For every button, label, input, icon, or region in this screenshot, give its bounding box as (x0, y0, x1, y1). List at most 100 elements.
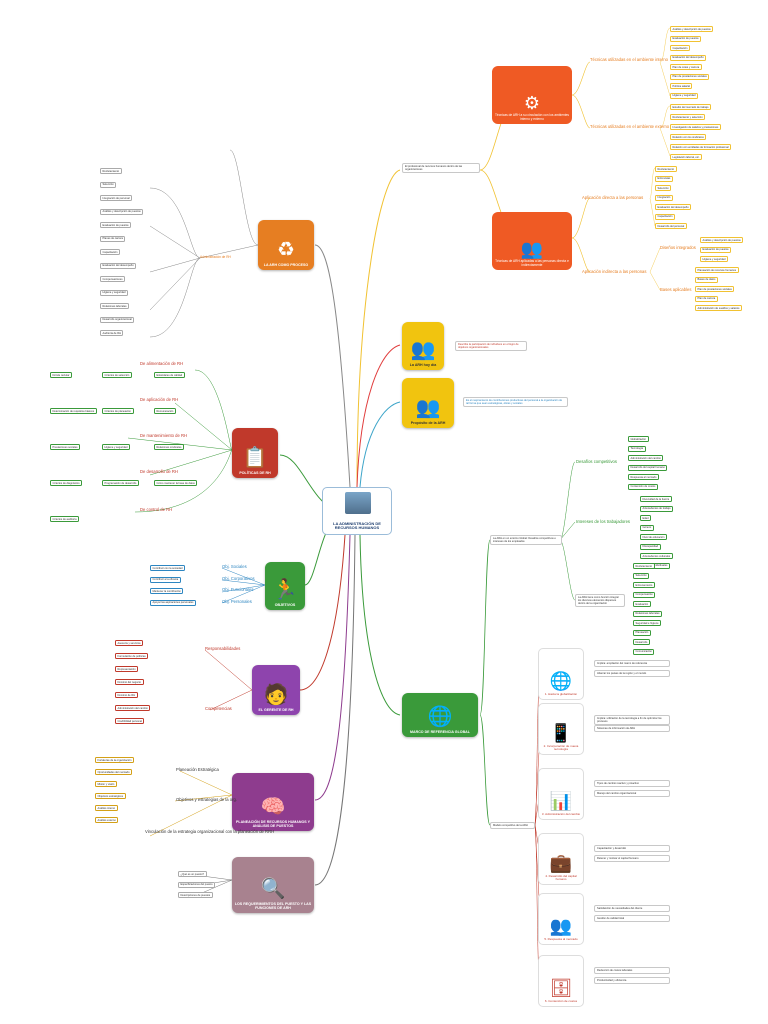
leaf-arh-proceso[interactable]: Reclutamiento (100, 168, 122, 175)
leaf-ambiente-interno[interactable]: Plan de prestaciones sociales (670, 73, 710, 80)
leaf-desafio[interactable]: Administración del cambio (628, 455, 664, 462)
leaf-politicas[interactable]: Criterios de auditoría (50, 516, 80, 523)
leaf-funcion-arh[interactable]: Compensación (633, 591, 656, 598)
marco-modelo-note[interactable]: Modelo competitivo de la ARH (490, 822, 535, 830)
subtopic-objetivos[interactable]: Obj. Sociales (222, 564, 247, 569)
leaf-disenos-integrados[interactable]: Análisis y descripción de puestos (700, 237, 744, 244)
subtopic-politicas[interactable]: De aplicación de RH (140, 397, 179, 402)
leaf-politicas[interactable]: Cómo mantener la base de datos (154, 480, 198, 487)
leaf-politicas[interactable]: Prestaciones sociales (50, 444, 81, 451)
leaf-arh-proceso[interactable]: Auditoría de RH (100, 330, 124, 337)
subtopic-planeacion[interactable]: Vinculación de la estrategia organizacio… (145, 829, 275, 834)
leaf-funcion-arh[interactable]: Evaluación (633, 601, 651, 608)
leaf-bases-aplicables[interactable]: Planeación de recursos humanos (695, 267, 739, 274)
marco-referencia-node[interactable]: 🌐 MARCO DE REFERENCIA GLOBAL (402, 693, 478, 737)
leaf-interes[interactable]: Diversidad de la fuerza (640, 496, 672, 503)
leaf-bases-aplicables[interactable]: Administración de sueldos y salarios (695, 305, 742, 312)
model-box[interactable]: 👥5. Respuesta al mercado (538, 893, 584, 945)
leaf-arh-proceso[interactable]: Planes de carrera (100, 235, 126, 242)
leaf-objetivos[interactable]: Contribuir a la eficacia (150, 576, 181, 583)
leaf-interes[interactable]: Nivel de educación (640, 534, 667, 541)
subtopic-planeacion[interactable]: Objetivos y estrategias de la org. (176, 797, 237, 802)
leaf-objetivos[interactable]: Contribuir con la sociedad (150, 565, 185, 572)
requerimientos-node[interactable]: 🔍 LOS REQUERIMIENTOS DEL PUESTO Y LAS FU… (232, 857, 314, 913)
subtopic-politicas[interactable]: De control de RH (140, 507, 173, 512)
leaf-ambiente-externo[interactable]: Reclutamiento y selección (670, 114, 706, 121)
objetivos-node[interactable]: 🏃 OBJETIVOS (265, 562, 305, 610)
arh-proceso-node[interactable]: ♻ LA ARH COMO PROCESO (258, 220, 314, 270)
model-box[interactable]: 🌐1. Hacia la globalización (538, 648, 584, 700)
leaf-politicas[interactable]: Dónde reclutar (50, 372, 73, 379)
leaf-arh-proceso[interactable]: Capacitación (100, 249, 120, 256)
subtopic-intereses[interactable]: Intereses de los trabajadores (576, 519, 631, 524)
subtopic-desafios[interactable]: Desafíos competitivos (576, 459, 617, 464)
subtopic-ambiente-externo[interactable]: Técnicas utilizadas en el ambiente exter… (590, 124, 670, 129)
subtopic-gerente[interactable]: Responsabilidades (205, 646, 241, 651)
model-box-note[interactable]: Productividad y eficiencia (594, 977, 670, 985)
leaf-aplicacion-directa[interactable]: Selección (655, 185, 672, 192)
leaf-funcion-arh[interactable]: Comunicación (633, 648, 655, 655)
leaf-funcion-arh[interactable]: Desarrollo (633, 639, 650, 646)
leaf-politicas[interactable]: Criterios de diagnóstico (50, 480, 83, 487)
subtopic-gestion-note[interactable]: La ARH tiene como función integrar los d… (575, 594, 625, 608)
leaf-arh-proceso[interactable]: Integración de personal (100, 195, 133, 202)
leaf-desafio[interactable]: Tecnología (628, 445, 646, 452)
politicas-node[interactable]: 📋 POLÍTICAS DE RH (232, 428, 278, 478)
leaf-arh-proceso[interactable]: Análisis y descripción de puestos (100, 208, 144, 215)
model-box-note[interactable]: Satisfacción de necesidades del cliente (594, 905, 670, 913)
model-box-note[interactable]: Capacitación y desarrollo (594, 845, 670, 853)
leaf-interes[interactable]: Discapacidad (640, 543, 661, 550)
leaf-planeacion[interactable]: Oportunidades del mercado (95, 769, 133, 776)
leaf-ambiente-interno[interactable]: Análisis y descripción de puestos (670, 26, 714, 33)
subtopic-aplicacion-indirecta[interactable]: Bases aplicables (660, 287, 692, 292)
marco-global-note[interactable]: La ARH en un entorno Global: Desafíos co… (490, 535, 562, 546)
leaf-funcion-arh[interactable]: Entrenamiento (633, 582, 655, 589)
leaf-desafio[interactable]: Respuesta al mercado (628, 474, 659, 481)
leaf-planeacion[interactable]: Análisis interno (95, 805, 118, 812)
leaf-funcion-arh[interactable]: Reclutamiento (633, 563, 655, 570)
leaf-aplicacion-directa[interactable]: Evaluación del desempeño (655, 204, 692, 211)
leaf-disenos-integrados[interactable]: Evaluación de puestos (700, 246, 732, 253)
leaf-ambiente-interno[interactable]: Higiene y seguridad (670, 92, 698, 99)
leaf-ambiente-interno[interactable]: Plan de cotes y carrera (670, 64, 702, 71)
central-topic[interactable]: LA ADMINISTRACIÓN DE RECURSOS HUMANOS (322, 487, 392, 535)
leaf-objetivos[interactable]: Apoyar las aspiraciones personales (150, 599, 196, 606)
leaf-bases-aplicables[interactable]: Plan de prestaciones sociales (695, 286, 735, 293)
leaf-funcion-arh[interactable]: Seguridad e higiene (633, 620, 662, 627)
leaf-desafio[interactable]: Globalización (628, 436, 649, 443)
leaf-gerente[interactable]: Formulación de políticas (115, 653, 149, 660)
model-box[interactable]: 📊3. Administración del cambio (538, 768, 584, 820)
model-box-note[interactable]: Abarcar los países de la región y el mun… (594, 670, 670, 678)
leaf-gerente[interactable]: Credibilidad personal (115, 718, 145, 725)
subtopic-planeacion[interactable]: Planeación Estratégica (176, 767, 219, 772)
leaf-ambiente-externo[interactable]: Legislación laboral, etc. (670, 154, 703, 161)
model-box[interactable]: 💼4. Desarrollo del capital humano (538, 833, 584, 885)
leaf-objetivos[interactable]: Mantener la contribución (150, 588, 184, 595)
leaf-gerente[interactable]: Asesoría y servicios (115, 640, 144, 647)
leaf-politicas[interactable]: Estándares de calidad (154, 372, 185, 379)
leaf-bases-aplicables[interactable]: Bases de datos (695, 276, 718, 283)
model-box[interactable]: 📱2. Incorporación de nueva tecnología (538, 703, 584, 755)
leaf-funcion-arh[interactable]: Planeación (633, 629, 651, 636)
leaf-requerimientos[interactable]: Descripciones de puestos (178, 892, 213, 899)
leaf-aplicacion-directa[interactable]: Integración (655, 194, 673, 201)
leaf-ambiente-externo[interactable]: Relación con los sindicatos (670, 134, 707, 141)
subtopic-objetivos[interactable]: Obj. Funcionales (222, 587, 254, 592)
model-box[interactable]: 🗄6. Contención de costos (538, 955, 584, 1007)
leaf-planeacion[interactable]: Análisis externo (95, 817, 119, 824)
leaf-politicas[interactable]: Determinación de requisitos básicos (50, 408, 97, 415)
leaf-desafio[interactable]: Desarrollo del capital humano (628, 464, 668, 471)
subtopic-politicas[interactable]: De desarrollo de RH (140, 469, 178, 474)
subtopic-aplicacion-directa[interactable]: Aplicación directa a las personas (582, 195, 644, 200)
leaf-politicas[interactable]: Criterios de selección (102, 372, 132, 379)
leaf-gerente[interactable]: Dominio de RH (115, 692, 138, 699)
arh-hoy-node[interactable]: 👥 La ARH hoy día (402, 322, 444, 370)
subtopic-objetivos[interactable]: Obj. Corporativos (222, 575, 255, 581)
leaf-bases-aplicables[interactable]: Plan de carrera (695, 295, 718, 302)
leaf-ambiente-interno[interactable]: Política salarial (670, 83, 693, 90)
leaf-aplicacion-directa[interactable]: Desarrollo del personal (655, 223, 687, 230)
leaf-gerente[interactable]: Representación (115, 666, 139, 673)
leaf-planeacion[interactable]: Fortalezas de la organización (95, 757, 134, 764)
leaf-politicas[interactable]: Programación de desarrollo (102, 480, 139, 487)
leaf-arh-proceso[interactable]: Relaciones laborales (100, 303, 130, 310)
